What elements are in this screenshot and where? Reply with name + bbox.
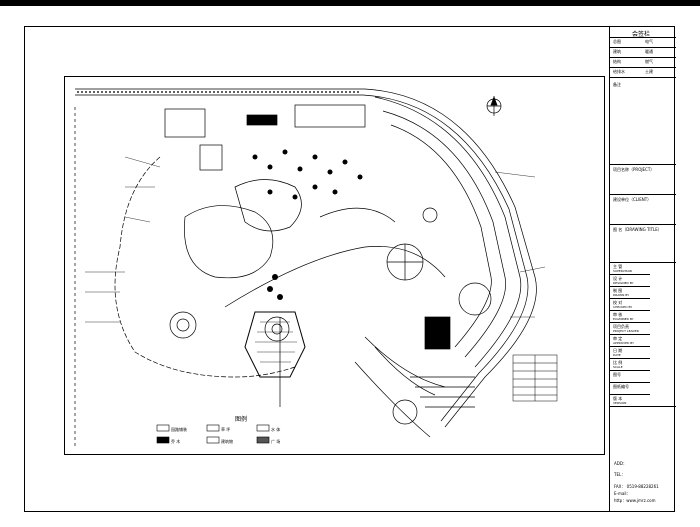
south-plaza [392,399,418,425]
signoff-col: 电气 [645,39,653,44]
drawing-sheet-frame [24,26,675,512]
signoff-col: 建筑 [613,49,621,54]
signoff-col: 给排水 [613,69,625,74]
drawing-title-label: 图 名（DRAWING TITLE） [613,227,662,232]
site-plan-svg: 图例 园路铺装 草 坪 水 体 乔 木 建筑物 广 场 [74,88,558,447]
role-cn: 审 核 [613,312,623,317]
role-cn: 审 定 [613,336,623,341]
contact-website: http：www.jmrz.com [614,498,656,503]
role-en: SCALE [613,365,623,369]
role-cn: 图纸编号 [613,384,629,389]
role-en: DATE [613,353,621,357]
role-en: SUPERVISOR [613,269,633,273]
remark-label: 备注 [613,82,621,87]
signoff-title: 会签栏 [632,31,651,38]
role-en: PROJECT LEADER [613,329,639,333]
role-en: DESIGNED BY [613,281,634,285]
role-cn: 项目负责 [613,324,629,329]
role-en: VERSION [613,401,627,405]
signoff-col: 暖通 [645,49,653,54]
project-name-label: 项目名称（PROJECT） [613,167,655,172]
signoff-col: 燃气 [645,59,653,64]
contact-address: ADD： [614,461,627,466]
central-fountain [264,316,290,342]
role-en: DRAWN BY [613,293,630,297]
role-en: EXAMINED BY [613,317,634,321]
legend-swatches [156,424,270,444]
contact-email: E-mail： [614,491,631,496]
central-lawn [184,205,274,279]
top-border-bar [0,0,700,6]
role-cn: 比 例 [613,360,623,365]
west-boundary-path [114,156,296,378]
role-cn: 主 管 [613,264,623,269]
client-label: 建设单位（CLIENT） [613,197,652,202]
role-cn: 校 对 [613,300,623,305]
signoff-col: 结构 [613,59,621,64]
legend-item: 建筑物 [221,438,233,444]
role-en: CHECKED BY [613,305,633,309]
east-building-strip [374,96,522,368]
entrance-building [164,108,206,138]
main-pathway [224,246,446,308]
legend-item: 园路铺装 [171,426,187,432]
role-cn: 图号 [613,372,621,377]
contact-fax: FAX： 0519-88228261 [614,484,659,489]
role-cn: 版 本 [613,396,623,401]
role-cn: 制 图 [613,288,623,293]
roundabout [422,207,438,223]
boundary-road [75,88,537,428]
role-cn: 日 期 [613,348,623,353]
legend-item: 草 坪 [221,426,230,432]
contact-tel: TEL： [614,472,626,477]
legend-item: 水 体 [271,426,280,432]
signoff-col: 土建 [645,69,653,74]
site-plan-drawing: 图例 园路铺装 草 坪 水 体 乔 木 建筑物 广 场 [64,76,605,455]
legend-title: 图例 [235,415,247,423]
role-cn: 设 计 [613,276,623,281]
statistics-table [512,354,558,402]
signoff-col: 总图 [613,39,621,44]
gatehouse [199,144,223,171]
legend-item: 广 场 [271,438,280,444]
role-en: APPROVED BY [613,341,635,345]
circular-plaza [169,311,197,339]
north-arrow [486,96,502,116]
legend-item: 乔 木 [171,438,180,444]
title-block: 会签栏 总图 电气 建筑 暖通 结构 燃气 给排水 土建 备注 项目名称（PRO… [609,26,676,512]
